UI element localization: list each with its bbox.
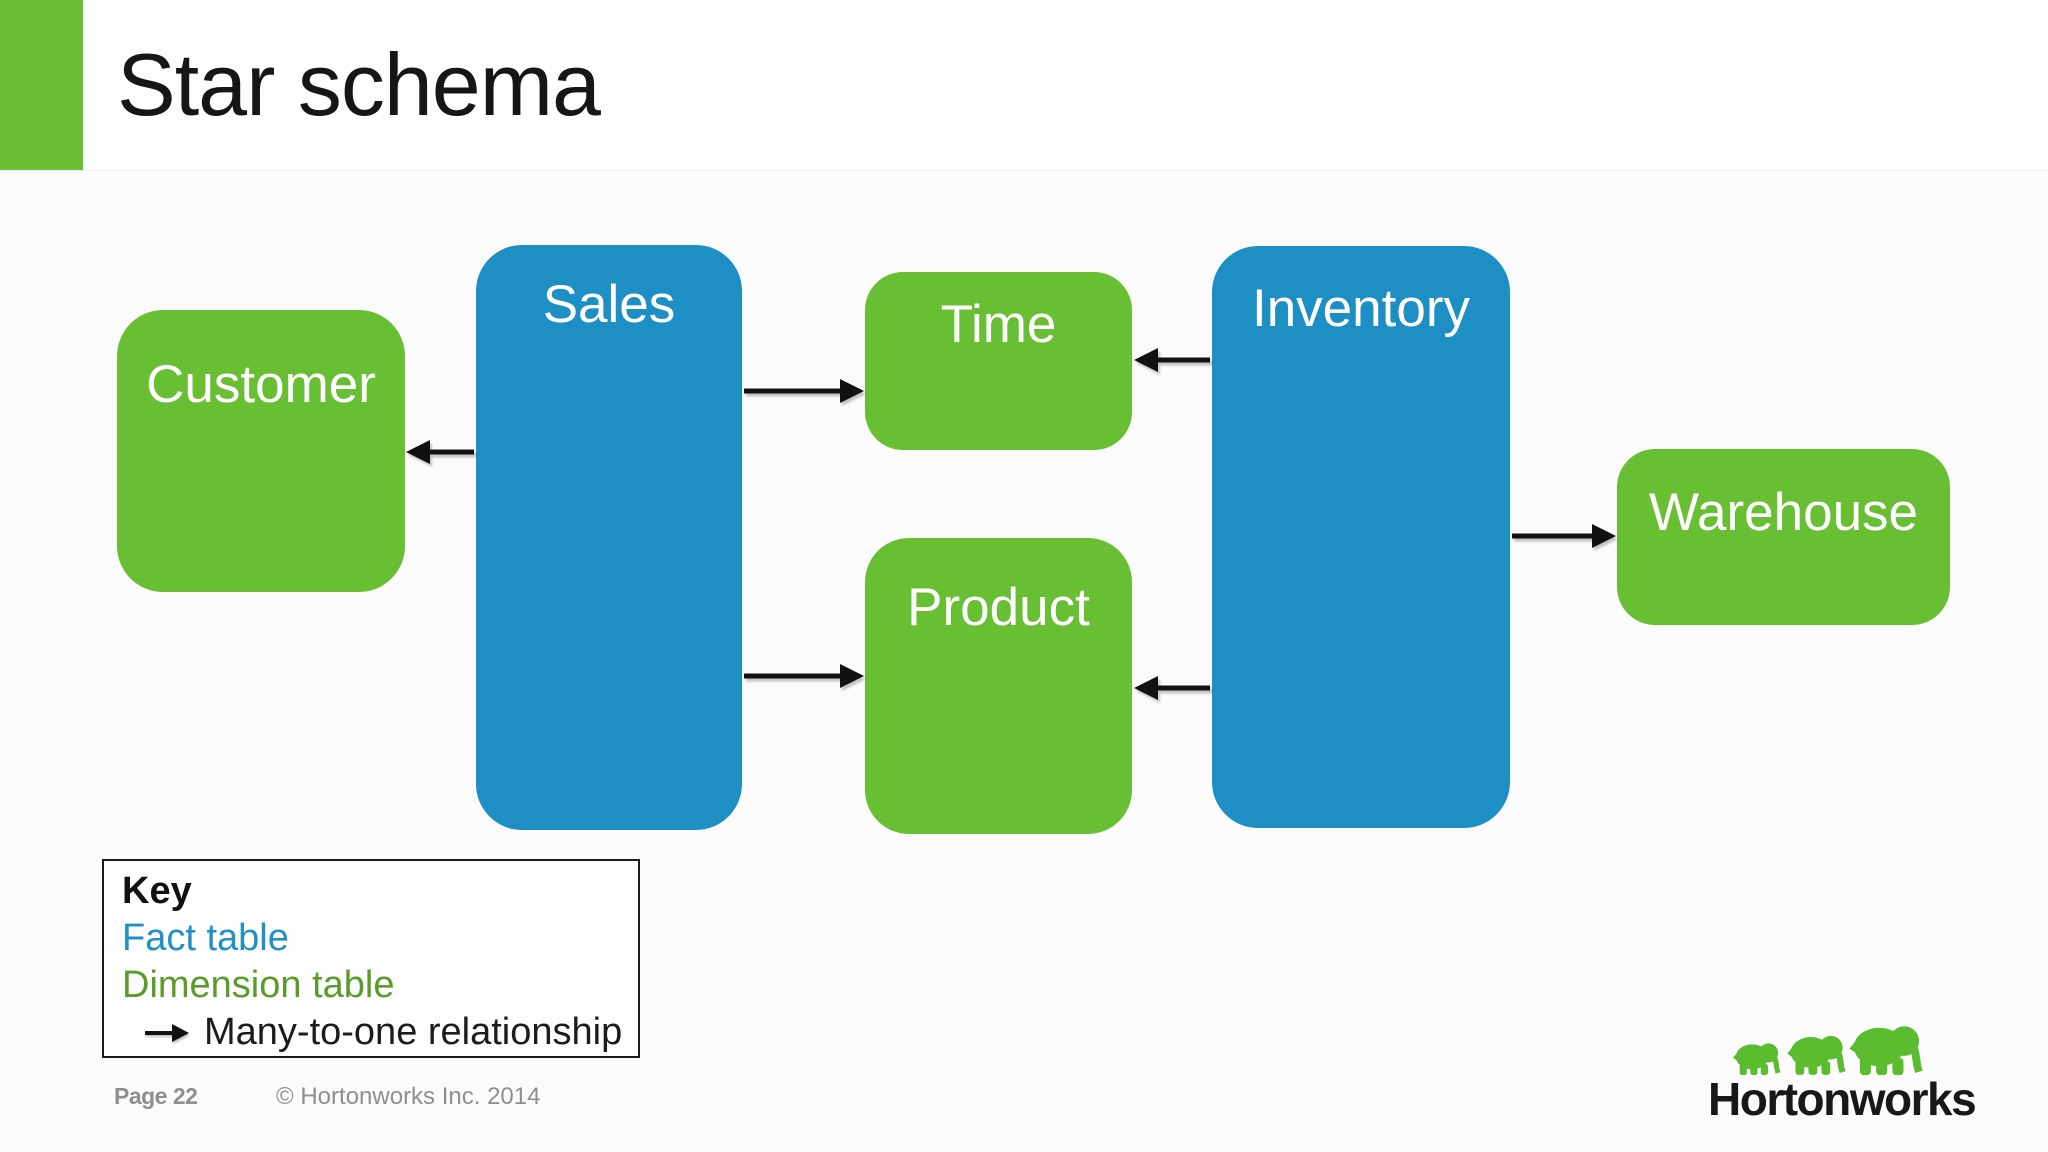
footer-copyright: © Hortonworks Inc. 2014 [276, 1083, 541, 1110]
arrow-inventory-to-product [1134, 676, 1210, 700]
node-sales: Sales [476, 245, 742, 830]
footer-page-number: Page 22 [114, 1083, 198, 1109]
node-customer: Customer [117, 310, 405, 592]
node-product: Product [865, 538, 1132, 834]
arrow-inventory-to-time [1134, 348, 1210, 372]
node-sales-label: Sales [542, 275, 676, 334]
node-warehouse: Warehouse [1617, 449, 1950, 625]
elephant-herd-icon [1732, 1026, 1923, 1076]
node-inventory: Inventory [1212, 246, 1510, 828]
key-dimension-table-label: Dimension table [122, 964, 395, 1006]
arrow-inventory-to-warehouse [1512, 524, 1616, 548]
arrow-sales-to-customer [406, 440, 474, 464]
node-time: Time [865, 272, 1132, 450]
arrow-sales-to-time [744, 379, 864, 403]
key-arrow-row: Many-to-one relationship [122, 1009, 638, 1056]
many-to-one-arrow-icon [145, 1023, 189, 1042]
key-legend: Key Fact table Dimension table Many-to-o… [102, 859, 640, 1058]
key-title: Key [122, 870, 192, 912]
arrow-sales-to-product [744, 664, 864, 688]
key-fact-table-label: Fact table [122, 917, 289, 959]
header-band [0, 0, 2048, 171]
key-arrow-label: Many-to-one relationship [204, 1011, 623, 1053]
node-warehouse-label: Warehouse [1648, 483, 1919, 542]
node-inventory-label: Inventory [1251, 279, 1470, 338]
node-product-label: Product [907, 578, 1090, 637]
node-time-label: Time [940, 295, 1057, 354]
green-accent-bar [0, 0, 83, 170]
node-customer-label: Customer [146, 355, 376, 414]
page-title: Star schema [117, 35, 601, 134]
hortonworks-logo: Hortonworks [1708, 1012, 1977, 1125]
logo-wordmark: Hortonworks [1708, 1073, 1977, 1125]
